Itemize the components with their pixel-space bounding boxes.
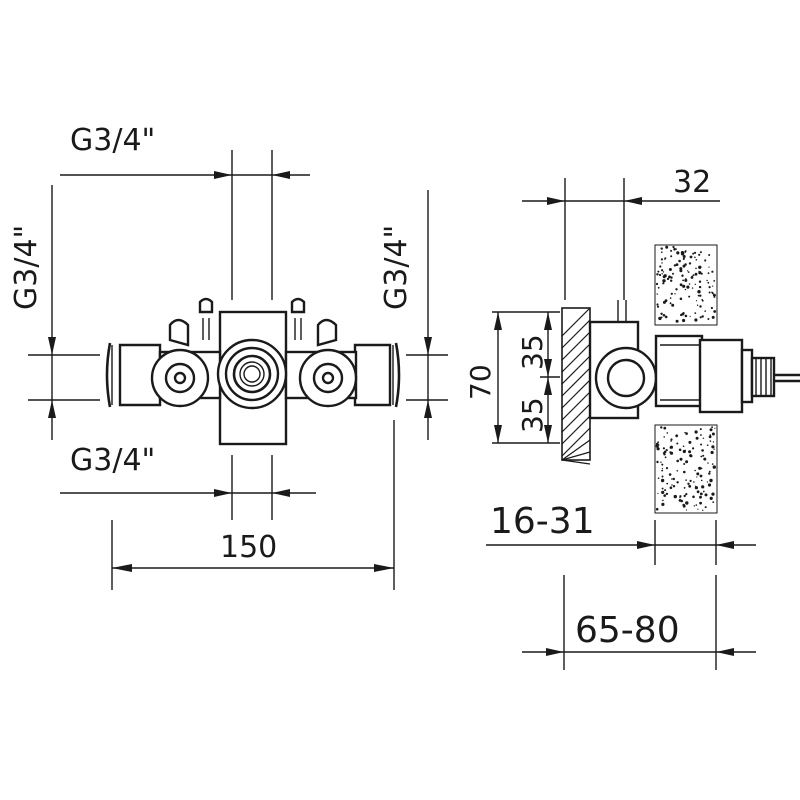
dimension-overall-width: 150 (111, 420, 395, 590)
depth-range-label: 65-80 (575, 610, 680, 651)
dimension-heights: 70 35 35 (464, 311, 560, 444)
depth-top-label: 32 (673, 165, 711, 200)
dimension-depth-top: 32 (522, 165, 720, 300)
right-thread-label: G3/4" (379, 225, 414, 310)
height-upper-label: 35 (516, 334, 549, 370)
dimension-depth-range: 65-80 (522, 575, 756, 670)
overall-width-label: 150 (220, 530, 277, 565)
height-lower-label: 35 (516, 397, 549, 433)
hatched-plate (561, 307, 591, 465)
top-thread-label: G3/4" (70, 123, 155, 158)
front-view: G3/4" G3/4" G3/4" G3/4" (9, 123, 448, 590)
bottom-thread-label: G3/4" (70, 443, 155, 478)
height-total-label: 70 (464, 364, 497, 400)
concrete-speckle (655, 245, 717, 511)
valve-body (105, 297, 401, 446)
dimension-right-thread: G3/4" (379, 190, 448, 440)
side-view: 32 70 35 35 16-31 (464, 165, 800, 670)
valve-side-body (588, 300, 800, 420)
dimension-wall-range: 16-31 (486, 501, 756, 565)
dimension-bottom-thread: G3/4" (60, 443, 316, 520)
wall-range-label: 16-31 (490, 501, 595, 542)
dimension-left-thread: G3/4" (9, 185, 100, 440)
dimension-top-thread: G3/4" (60, 123, 310, 300)
wall-section (654, 244, 718, 514)
left-thread-label: G3/4" (9, 225, 44, 310)
